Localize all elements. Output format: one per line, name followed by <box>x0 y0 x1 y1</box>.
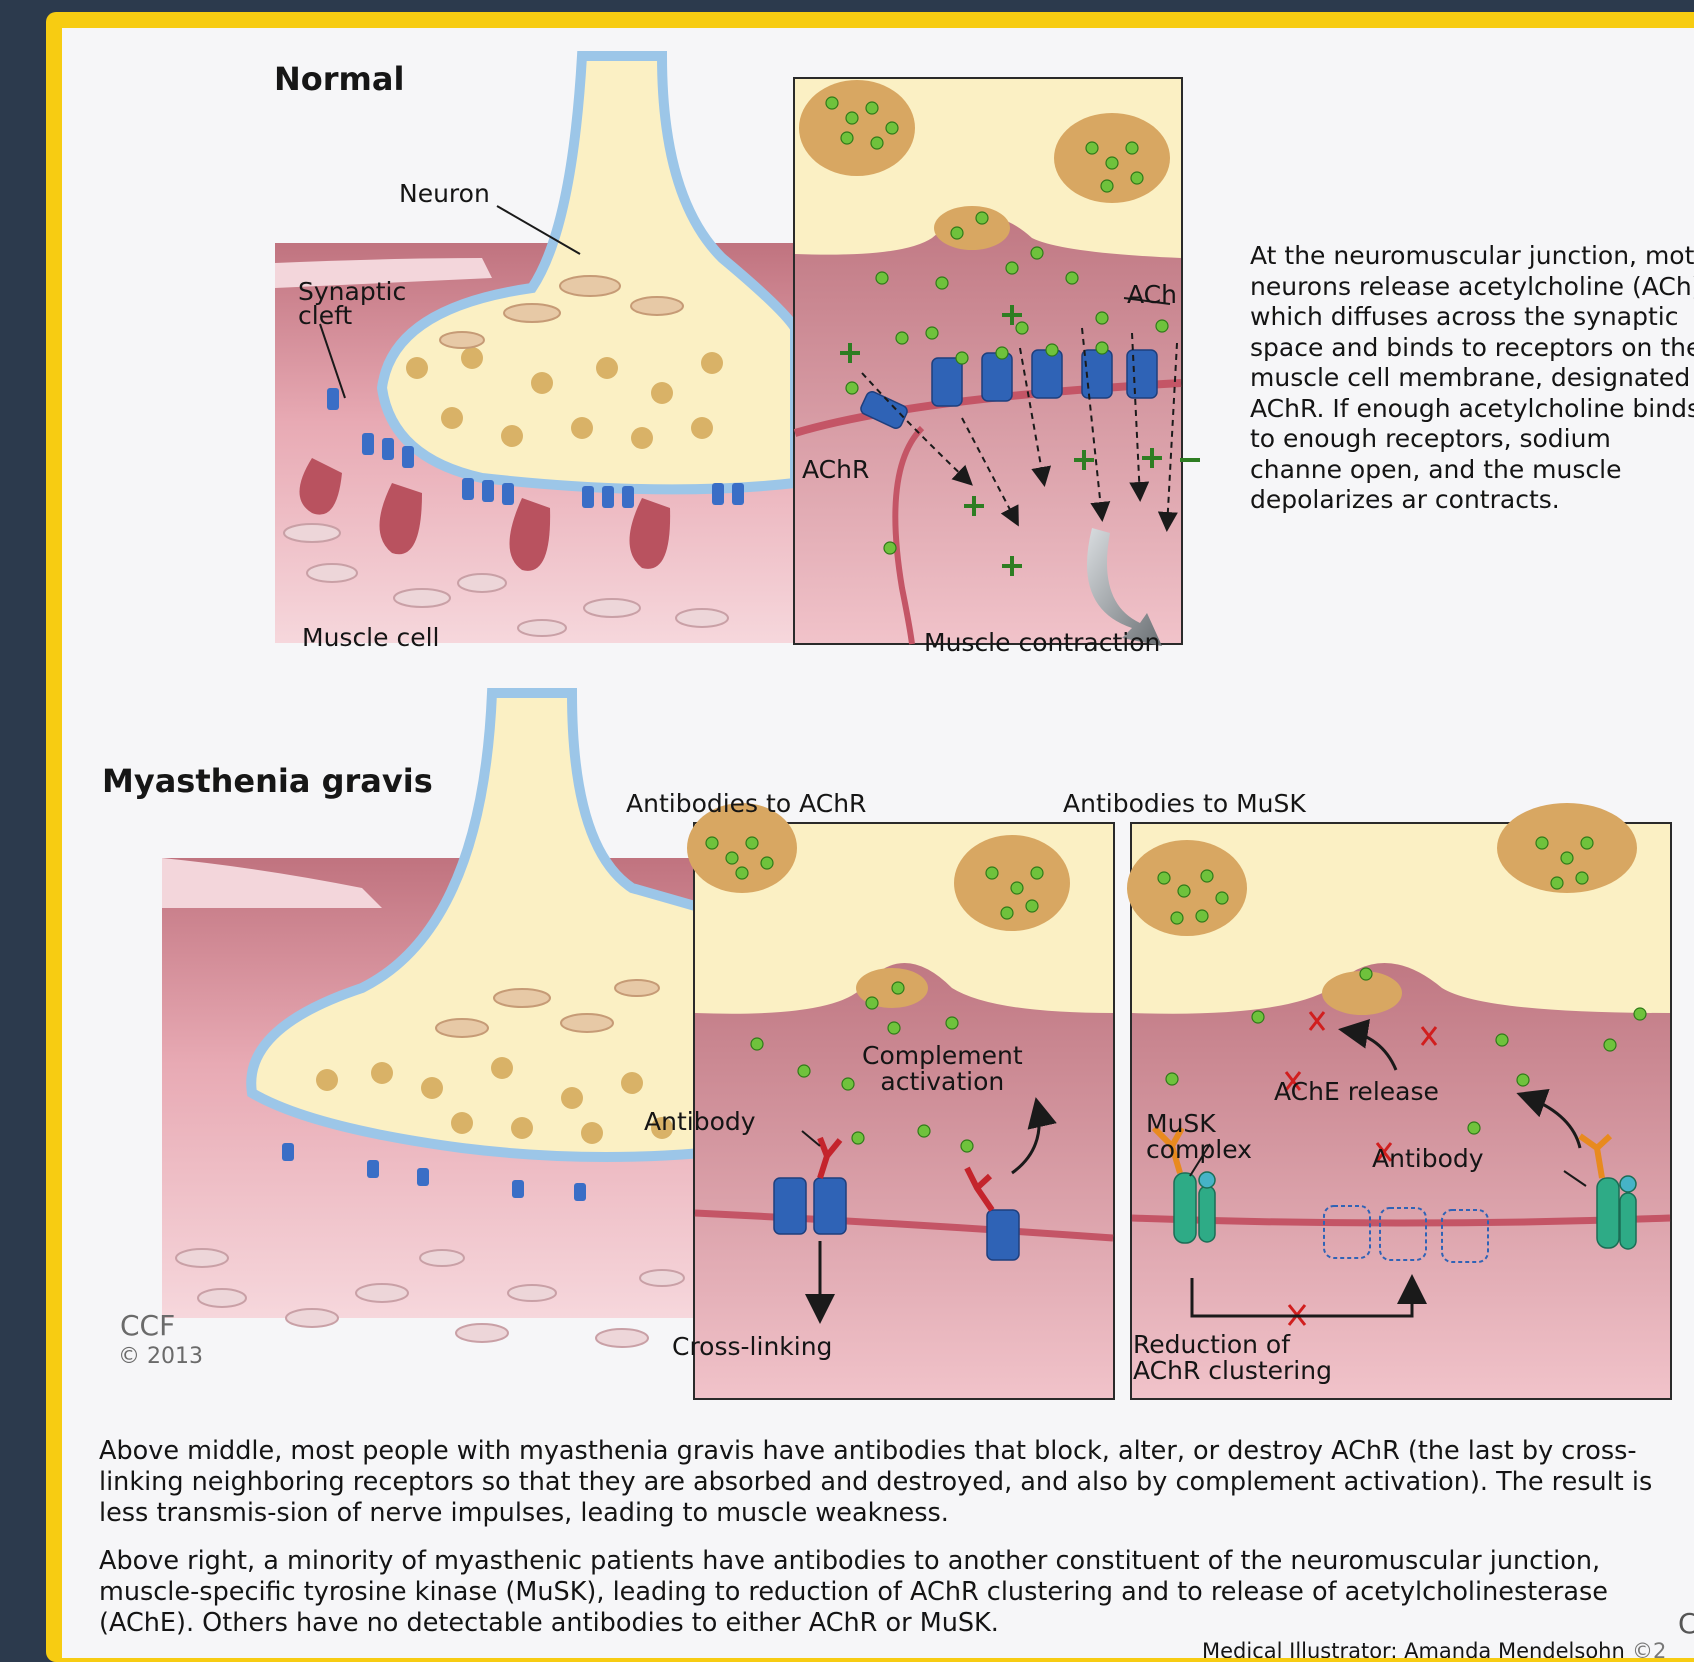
mg-title: Myasthenia gravis <box>102 762 433 800</box>
corner-letter: C <box>1678 1610 1694 1637</box>
normal-zoom-panel <box>794 78 1200 646</box>
illustrator-credit: Medical Illustrator: Amanda Mendelsohn <box>1202 1638 1625 1658</box>
figure-page: Normal Neuron Synaptic cleft Muscle cell… <box>62 28 1694 1658</box>
musk-panel-heading: Antibodies to MuSK <box>1063 790 1306 817</box>
copyright-year: © 2013 <box>118 1343 203 1370</box>
musk-antibody-label: Antibody <box>1372 1145 1484 1172</box>
normal-description: At the neuromuscular junction, mot neuro… <box>1250 241 1694 516</box>
reduction-clustering-label: Reduction of AChR clustering <box>1133 1332 1332 1384</box>
achr-antibody-label: Antibody <box>644 1108 756 1135</box>
synaptic-cleft-label: Synaptic cleft <box>298 280 406 328</box>
credit-copyright: ©2 <box>1632 1638 1666 1658</box>
ache-release-label: AChE release <box>1274 1078 1439 1105</box>
caption-right: Above right, a minority of myasthenic pa… <box>99 1546 1694 1639</box>
achr-antibody-panel <box>687 803 1114 1399</box>
normal-junction-illustration <box>275 56 795 643</box>
complement-activation-label: Complement activation <box>862 1043 1023 1095</box>
neuron-label: Neuron <box>399 180 490 207</box>
ach-label: ACh <box>1127 281 1177 308</box>
achr-panel-heading: Antibodies to AChR <box>626 790 866 817</box>
cross-linking-label: Cross-linking <box>672 1333 832 1360</box>
musk-complex-label: MuSK complex <box>1146 1111 1252 1163</box>
achr-label: AChR <box>802 456 869 483</box>
muscle-cell-label: Muscle cell <box>302 624 439 651</box>
muscle-contraction-label: Muscle contraction <box>924 629 1160 656</box>
ccf-logo-text: CCF <box>120 1312 175 1339</box>
caption-middle: Above middle, most people with myastheni… <box>99 1436 1694 1529</box>
normal-title: Normal <box>274 60 404 98</box>
